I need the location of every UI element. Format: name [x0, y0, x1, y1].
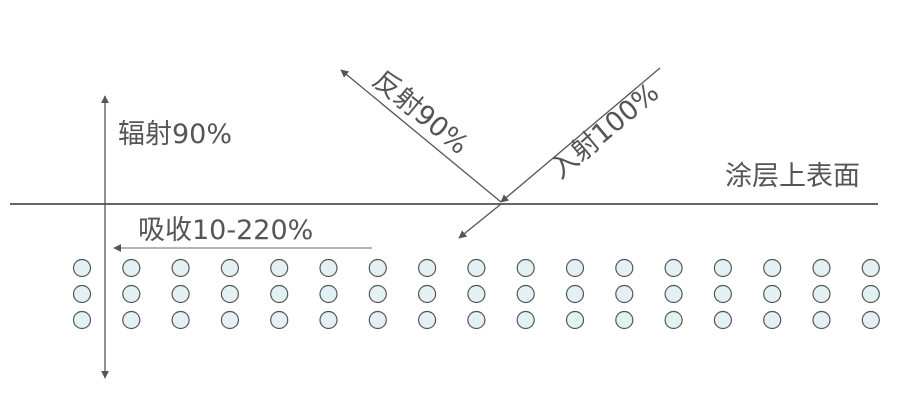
particle [615, 258, 634, 278]
coating-particles [72, 258, 880, 330]
particle [861, 258, 880, 278]
particle [368, 258, 387, 278]
particle [565, 310, 585, 330]
particle [812, 258, 831, 278]
particle [418, 258, 437, 278]
particle [418, 284, 437, 304]
particle [763, 284, 782, 304]
particle [812, 310, 831, 330]
particle [615, 310, 634, 330]
particle [220, 310, 239, 330]
reflection-arrow [340, 69, 502, 203]
particle [171, 258, 190, 278]
particle [72, 310, 92, 330]
particle [664, 284, 683, 304]
incident-arrow [500, 67, 661, 203]
particle [516, 258, 535, 278]
particle [861, 284, 880, 304]
particle [713, 258, 733, 278]
particle [72, 258, 92, 278]
particle [467, 258, 486, 278]
particle [763, 310, 782, 330]
particle [467, 310, 486, 330]
particle [122, 258, 141, 278]
particle [122, 310, 141, 330]
particle [220, 284, 239, 304]
absorption-label: 吸收10-220% [138, 215, 314, 246]
particle [713, 310, 733, 330]
particle [270, 284, 289, 304]
particle [664, 310, 683, 330]
transmission-arrow [458, 203, 502, 239]
particle [664, 258, 683, 278]
particle [319, 310, 338, 330]
particle [713, 284, 733, 304]
particle [122, 284, 141, 304]
particle [467, 284, 486, 304]
particle [72, 284, 92, 304]
radiation-label: 辐射90% [118, 119, 233, 150]
particle [861, 310, 880, 330]
particle [171, 310, 190, 330]
particle [171, 284, 190, 304]
particle [565, 284, 585, 304]
particle [270, 258, 289, 278]
particle [615, 284, 634, 304]
coating-surface-label: 涂层上表面 [725, 161, 860, 192]
particle [418, 310, 437, 330]
particle [319, 258, 338, 278]
particle [565, 258, 585, 278]
particle [763, 258, 782, 278]
particle [368, 284, 387, 304]
particle [812, 284, 831, 304]
particle [368, 310, 387, 330]
particle [516, 310, 535, 330]
particle [220, 258, 239, 278]
particle [516, 284, 535, 304]
particle [319, 284, 338, 304]
particle [270, 310, 289, 330]
